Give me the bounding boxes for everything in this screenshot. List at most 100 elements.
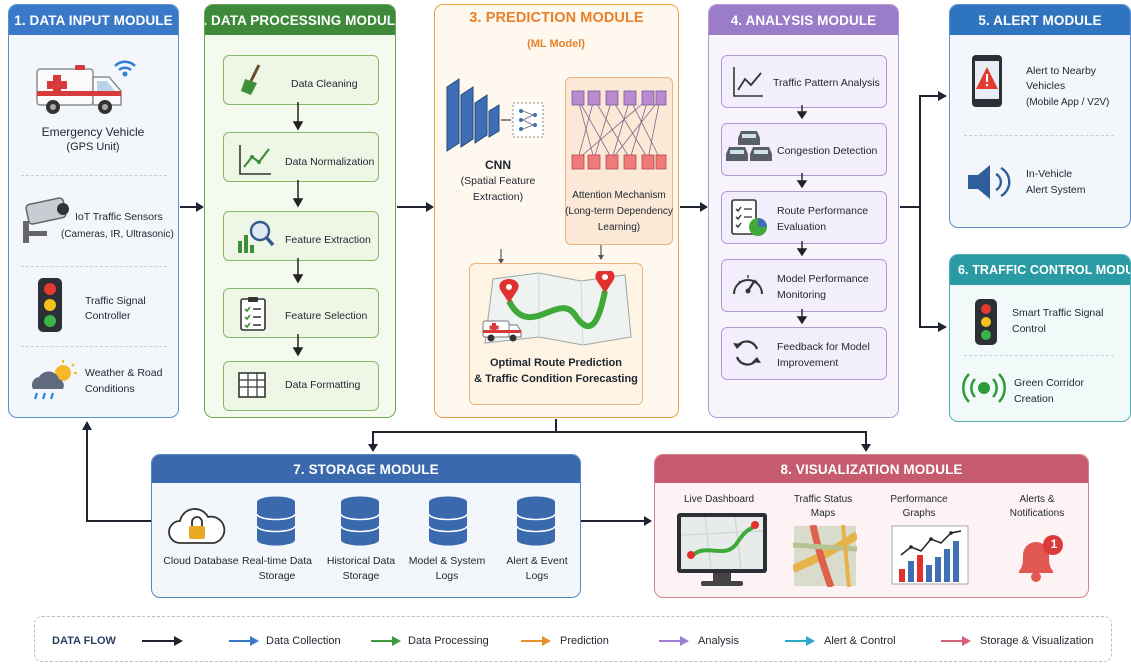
storage-item-label: Logs: [435, 570, 459, 582]
step-label: Data Formatting: [285, 379, 361, 391]
step-label: Feedback for Model: [777, 341, 870, 353]
iot-sensors-label: IoT Traffic Sensors: [75, 211, 163, 223]
emergency-vehicle-sub: (GPS Unit): [66, 141, 120, 153]
legend: [34, 616, 1112, 662]
legend-label: Prediction: [560, 635, 609, 647]
legend-item-data-processing: Data Processing: [370, 630, 489, 652]
arrows-into-route: [498, 245, 604, 264]
storage-item-label: Real-time Data: [241, 555, 313, 567]
attention-network-icon: [571, 90, 667, 170]
vis-item-label: Graphs: [902, 508, 936, 519]
cloud-lock-icon: [168, 508, 226, 544]
vis-item-label: Alerts &: [1019, 494, 1055, 505]
storage-item-label: Logs: [525, 570, 549, 582]
broom-icon: [241, 64, 261, 95]
weather-sub: Conditions: [85, 383, 135, 395]
vis-item-label: Maps: [810, 508, 836, 519]
alert-item-label: Alert to Nearby: [1026, 65, 1097, 77]
weather-label: Weather & Road: [85, 367, 163, 379]
storage-module: 7. STORAGE MODULE Cloud Database Real-ti…: [151, 454, 581, 598]
storage-item-label: Cloud Database: [163, 555, 239, 567]
database-icon: [428, 496, 468, 546]
refresh-icon: [733, 340, 761, 366]
cnn-title: CNN: [485, 158, 511, 172]
divider: [21, 175, 167, 176]
analysis-module: 4. ANALYSIS MODULE Traffic Pattern Analy…: [708, 4, 899, 418]
checklist-icon: [240, 297, 266, 331]
storage-item-label: Storage: [258, 570, 296, 582]
divider: [964, 355, 1114, 356]
storage-item-label: Model & System: [408, 555, 486, 567]
divider: [21, 346, 167, 347]
traffic-control-module: 6. TRAFFIC CONTROL MODULE Smart Traffic …: [949, 254, 1131, 422]
data-input-module: 1. DATA INPUT MODULE Emergency Vehicle (…: [8, 4, 179, 418]
control-item-label: Smart Traffic Signal: [1012, 307, 1104, 319]
route-prediction-label: & Traffic Condition Forecasting: [474, 373, 638, 385]
prediction-module-subtitle: (ML Model): [527, 38, 585, 50]
magnifier-chart-icon: [238, 220, 275, 253]
step-data-cleaning: [223, 55, 379, 105]
legend-main-arrow: [142, 636, 183, 646]
database-icon: [340, 496, 380, 546]
cars-icon: [726, 131, 772, 161]
evaluation-icon: [731, 199, 767, 236]
storage-item-label: Storage: [342, 570, 380, 582]
attention-label: (Long-term Dependency: [565, 206, 673, 217]
cnn-desc: Extraction): [472, 191, 524, 203]
legend-arrow-icon: [785, 636, 815, 646]
step-label: Feature Selection: [285, 310, 368, 322]
cnn-desc: (Spatial Feature: [460, 175, 536, 187]
step-model-monitoring: [721, 259, 887, 312]
phone-alert-icon: [972, 55, 1002, 107]
traffic-light-icon: [975, 299, 997, 345]
alert-item-label: Alert System: [1026, 184, 1086, 196]
alert-module: 5. ALERT MODULE Alert to Nearby Vehicles…: [949, 4, 1131, 228]
legend-item-prediction: Prediction: [520, 630, 609, 652]
legend-label: Analysis: [698, 635, 739, 647]
analysis-flow-arrows: [796, 105, 808, 325]
iot-sensors-sub: (Cameras, IR, Ultrasonic): [61, 229, 174, 240]
visualization-module: 8. VISUALIZATION MODULE Live Dashboard T…: [654, 454, 1089, 598]
vis-item-label: Notifications: [1009, 508, 1065, 519]
alert-item-label: Vehicles: [1026, 80, 1066, 92]
legend-arrow-icon: [229, 636, 259, 646]
storage-item-label: Historical Data: [326, 555, 396, 567]
wifi-icon: [114, 60, 136, 77]
step-label: Feature Extraction: [285, 234, 371, 246]
divider: [21, 266, 167, 267]
camera-icon: [23, 197, 69, 243]
step-label: Route Performance: [777, 205, 869, 217]
route-prediction-label: Optimal Route Prediction: [489, 357, 622, 369]
data-input-module-title: 1. DATA INPUT MODULE: [9, 5, 178, 35]
data-processing-module-title: 2. DATA PROCESSING MODULE: [205, 5, 395, 35]
vis-item-label: Performance: [890, 494, 948, 505]
speaker-icon: [968, 165, 1011, 199]
step-label: Improvement: [777, 357, 839, 369]
legend-label: Data Processing: [408, 635, 489, 647]
storage-item-label: Alert & Event: [506, 555, 568, 567]
emergency-vehicle-label: Emergency Vehicle: [41, 125, 145, 139]
route-map-icon: [482, 271, 632, 346]
control-item-label: Control: [1012, 323, 1046, 335]
table-icon: [238, 372, 266, 398]
database-icon: [256, 496, 296, 546]
bar-graph-icon: [891, 525, 969, 585]
legend-item-data-collection: Data Collection: [228, 630, 341, 652]
signal-controller-label: Traffic Signal: [85, 295, 146, 307]
vis-item-label: Traffic Status: [793, 494, 853, 505]
step-label: Data Normalization: [285, 156, 375, 168]
step-label: Monitoring: [777, 289, 827, 301]
legend-label: Storage & Visualization: [980, 635, 1094, 647]
legend-arrow-icon: [521, 636, 551, 646]
gauge-icon: [733, 275, 763, 295]
attention-label: Learning): [597, 222, 641, 233]
alert-module-title: 5. ALERT MODULE: [950, 5, 1130, 35]
processing-flow-arrows: [292, 102, 304, 357]
traffic-control-module-title: 6. TRAFFIC CONTROL MODULE: [950, 255, 1130, 285]
visualization-module-title: 8. VISUALIZATION MODULE: [655, 455, 1088, 483]
vis-item-label: Live Dashboard: [683, 494, 755, 505]
signal-controller-sub: Controller: [85, 310, 131, 322]
step-label: Evaluation: [777, 221, 827, 233]
legend-label: Data Collection: [266, 635, 341, 647]
